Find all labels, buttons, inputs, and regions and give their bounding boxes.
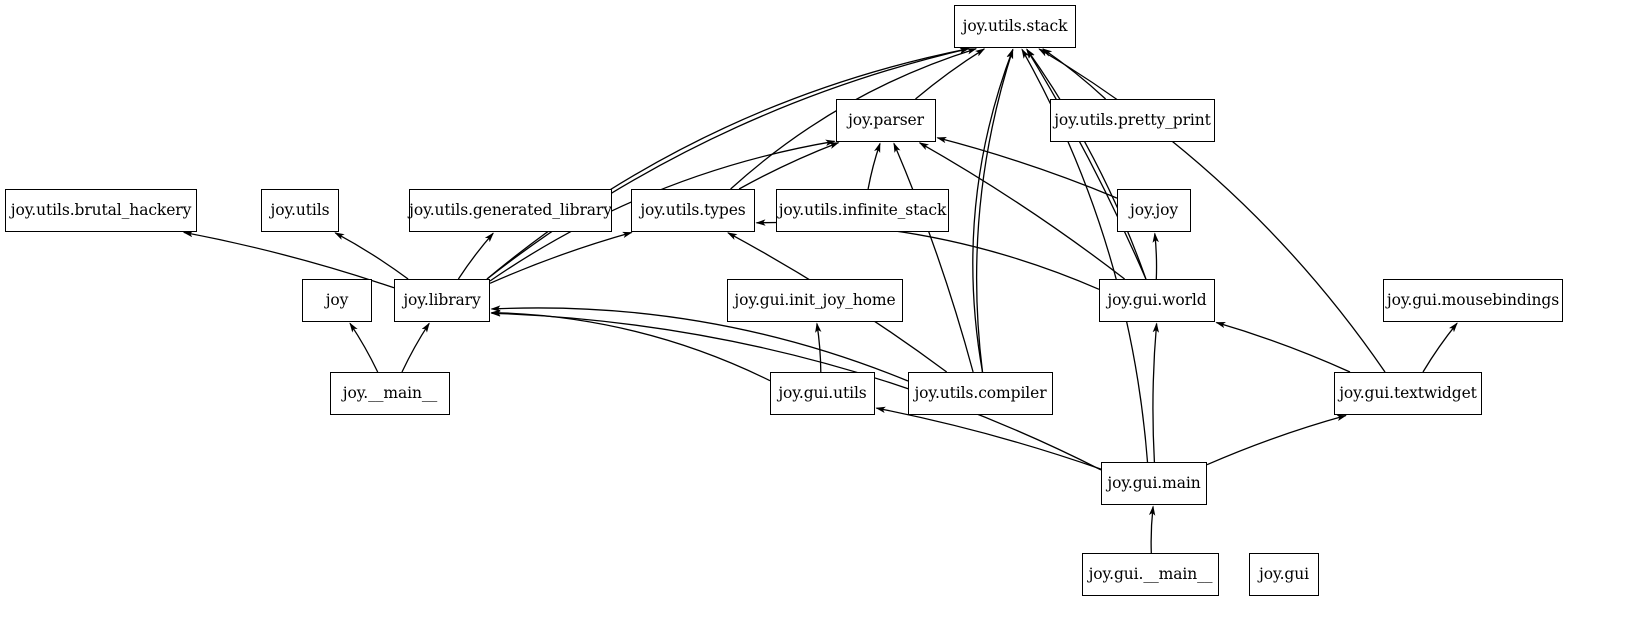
- graph-edge: [1026, 48, 1147, 280]
- graph-node-joy-gui-utils[interactable]: joy.gui.utils: [770, 372, 875, 415]
- graph-node-label: joy.gui: [1259, 564, 1309, 583]
- graph-edge: [489, 231, 633, 284]
- graph-edge: [1038, 48, 1386, 373]
- graph-node-joy-utils-types[interactable]: joy.utils.types: [631, 189, 755, 232]
- graph-edge: [490, 305, 909, 382]
- graph-node-label: joy.utils.infinite_stack: [778, 200, 947, 219]
- graph-edge: [875, 406, 1102, 470]
- graph-node-label: joy.gui.__main__: [1088, 564, 1213, 583]
- graph-node-label: joy.parser: [848, 110, 924, 129]
- graph-edge: [486, 47, 970, 280]
- graph-edge: [486, 47, 970, 280]
- graph-node-joy-gui-textwidget[interactable]: joy.gui.textwidget: [1334, 372, 1482, 415]
- graph-node-joy-gui-main[interactable]: joy.gui.__main__: [1082, 553, 1219, 596]
- graph-edge: [915, 48, 986, 100]
- graph-node-label: joy.utils.types: [640, 200, 746, 219]
- graph-edge: [738, 141, 840, 190]
- graph-node-joy-gui[interactable]: joy.gui: [1249, 553, 1319, 596]
- graph-edge: [815, 322, 822, 373]
- graph-node-joy-main[interactable]: joy.__main__: [330, 372, 450, 415]
- graph-edge: [1152, 232, 1159, 280]
- graph-edge: [936, 136, 1118, 199]
- graph-edge: [918, 142, 1125, 280]
- graph-node-joy-gui-main[interactable]: joy.gui.main: [1101, 462, 1207, 505]
- graph-edge: [893, 142, 974, 373]
- graph-node-label: joy.gui.world: [1107, 290, 1207, 309]
- graph-node-joy-parser[interactable]: joy.parser: [836, 99, 936, 142]
- graph-node-joy-utils-brutal-hackery[interactable]: joy.utils.brutal_hackery: [5, 189, 197, 232]
- graph-edge: [334, 232, 409, 280]
- graph-node-label: joy.utils.pretty_print: [1054, 110, 1211, 129]
- graph-edge: [975, 48, 1014, 373]
- graph-node-label: joy: [325, 290, 349, 309]
- graph-edge: [1021, 48, 1149, 463]
- graph-edge: [1206, 414, 1347, 466]
- graph-node-label: joy.utils.brutal_hackery: [10, 200, 192, 219]
- graph-edge: [457, 232, 494, 280]
- graph-node-label: joy.utils.compiler: [914, 383, 1047, 402]
- graph-edge: [1042, 48, 1107, 100]
- graph-edge: [349, 322, 379, 373]
- graph-node-label: joy.utils: [270, 200, 330, 219]
- graph-edge: [1422, 322, 1458, 373]
- graph-edge: [867, 142, 881, 190]
- graph-node-label: joy.library: [403, 290, 481, 309]
- graph-edge: [1215, 321, 1351, 373]
- graph-node-joy[interactable]: joy: [302, 279, 372, 322]
- graph-node-joy-gui-world[interactable]: joy.gui.world: [1099, 279, 1215, 322]
- graph-edge: [401, 322, 430, 373]
- graph-node-joy-utils[interactable]: joy.utils: [261, 189, 339, 232]
- graph-node-joy-gui-init-joy-home[interactable]: joy.gui.init_joy_home: [727, 279, 903, 322]
- graph-node-joy-utils-generated-library[interactable]: joy.utils.generated_library: [409, 189, 612, 232]
- graph-edge: [972, 48, 1014, 373]
- graph-node-label: joy.joy: [1130, 200, 1178, 219]
- graph-node-label: joy.gui.mousebindings: [1386, 290, 1560, 309]
- graph-node-label: joy.gui.main: [1107, 473, 1201, 492]
- graph-edge: [1026, 48, 1147, 280]
- graph-node-joy-utils-compiler[interactable]: joy.utils.compiler: [908, 372, 1053, 415]
- graph-node-joy-utils-infinite-stack[interactable]: joy.utils.infinite_stack: [776, 189, 949, 232]
- graph-node-label: joy.utils.stack: [962, 16, 1068, 35]
- graph-node-label: joy.gui.init_joy_home: [734, 290, 896, 309]
- graph-node-joy-utils-pretty-print[interactable]: joy.utils.pretty_print: [1050, 99, 1215, 142]
- graph-node-joy-gui-mousebindings[interactable]: joy.gui.mousebindings: [1383, 279, 1563, 322]
- graph-node-joy-library[interactable]: joy.library: [394, 279, 490, 322]
- graph-edge: [1148, 505, 1156, 554]
- graph-edge: [1152, 322, 1160, 463]
- graph-node-label: joy.gui.textwidget: [1339, 383, 1477, 402]
- graph-node-joy-joy[interactable]: joy.joy: [1117, 189, 1191, 232]
- graph-node-label: joy.__main__: [342, 383, 438, 402]
- graph-node-label: joy.utils.generated_library: [409, 200, 612, 219]
- graph-node-joy-utils-stack[interactable]: joy.utils.stack: [954, 5, 1076, 48]
- graph-edge: [490, 310, 1102, 471]
- graph-node-label: joy.gui.utils: [778, 383, 867, 402]
